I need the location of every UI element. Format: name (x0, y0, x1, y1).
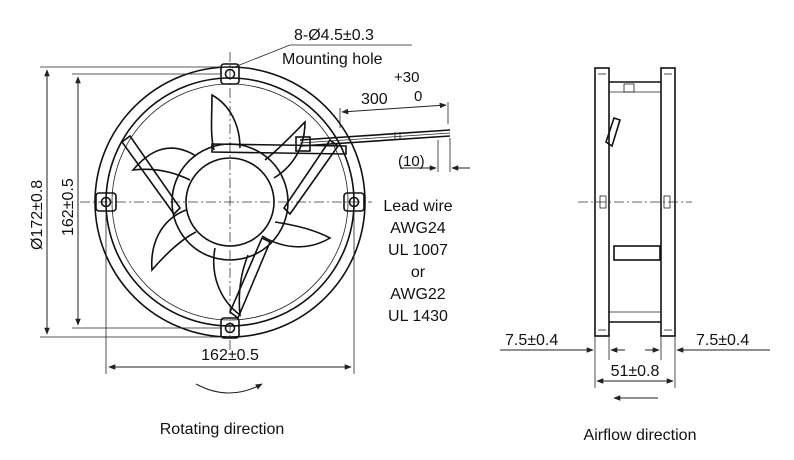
outer-diameter-value: Ø172±0.8 (29, 180, 46, 250)
hole-pitch-vertical-value: 162±0.5 (60, 178, 77, 236)
hole-pitch-horizontal-value: 162±0.5 (201, 347, 259, 364)
side-view: 7.5±0.4 7.5±0.4 51±0.8 Airflow direction (500, 67, 770, 444)
lead-wire-label: Lead wire (383, 198, 452, 215)
depth-value: 51±0.8 (611, 363, 660, 380)
rotating-direction-arrow (195, 383, 263, 394)
lead-wire (295, 129, 451, 152)
lead-wire-spec: Lead wire AWG24 UL 1007 or AWG22 UL 1430 (383, 198, 452, 325)
lead-length-tol-upper: +30 (394, 69, 419, 86)
mounting-lug-left (95, 192, 117, 212)
fan-blades (131, 93, 332, 317)
outer-frame-ring (94, 66, 366, 338)
strip-length-value: (10) (398, 153, 425, 170)
wire-spec-2: UL 1007 (388, 242, 448, 259)
mounting-hole-spec: 8-Ø4.5±0.3 (294, 27, 374, 44)
side-label-box (613, 245, 661, 261)
wire-spec-or: or (411, 264, 426, 281)
flange-hole-right (663, 195, 671, 209)
mounting-hole-leader (231, 44, 412, 69)
wire-spec-4: UL 1430 (388, 308, 448, 325)
wire-spec-1: AWG24 (390, 220, 446, 237)
mounting-hole-label: Mounting hole (282, 51, 383, 68)
side-label-tab (623, 83, 635, 93)
flange-right-value: 7.5±0.4 (696, 332, 749, 349)
left-flange (594, 67, 610, 337)
hub-inner (185, 157, 275, 247)
wire-spec-3: AWG22 (390, 286, 446, 303)
support-struts (120, 134, 347, 320)
side-wire-exit (605, 116, 621, 148)
airflow-direction-label: Airflow direction (584, 427, 697, 444)
lead-length-value: 300 (361, 91, 388, 108)
mounting-lug-right (343, 192, 365, 212)
flange-hole-left (599, 195, 607, 209)
lead-length-tol-lower: 0 (414, 88, 422, 105)
lead-length-dim-line (341, 102, 447, 115)
rotating-direction-label: Rotating direction (160, 421, 285, 438)
flange-left-value: 7.5±0.4 (505, 332, 558, 349)
right-flange (660, 67, 676, 337)
front-view: 8-Ø4.5±0.3 Mounting hole 300 +30 0 (10) … (29, 27, 470, 438)
